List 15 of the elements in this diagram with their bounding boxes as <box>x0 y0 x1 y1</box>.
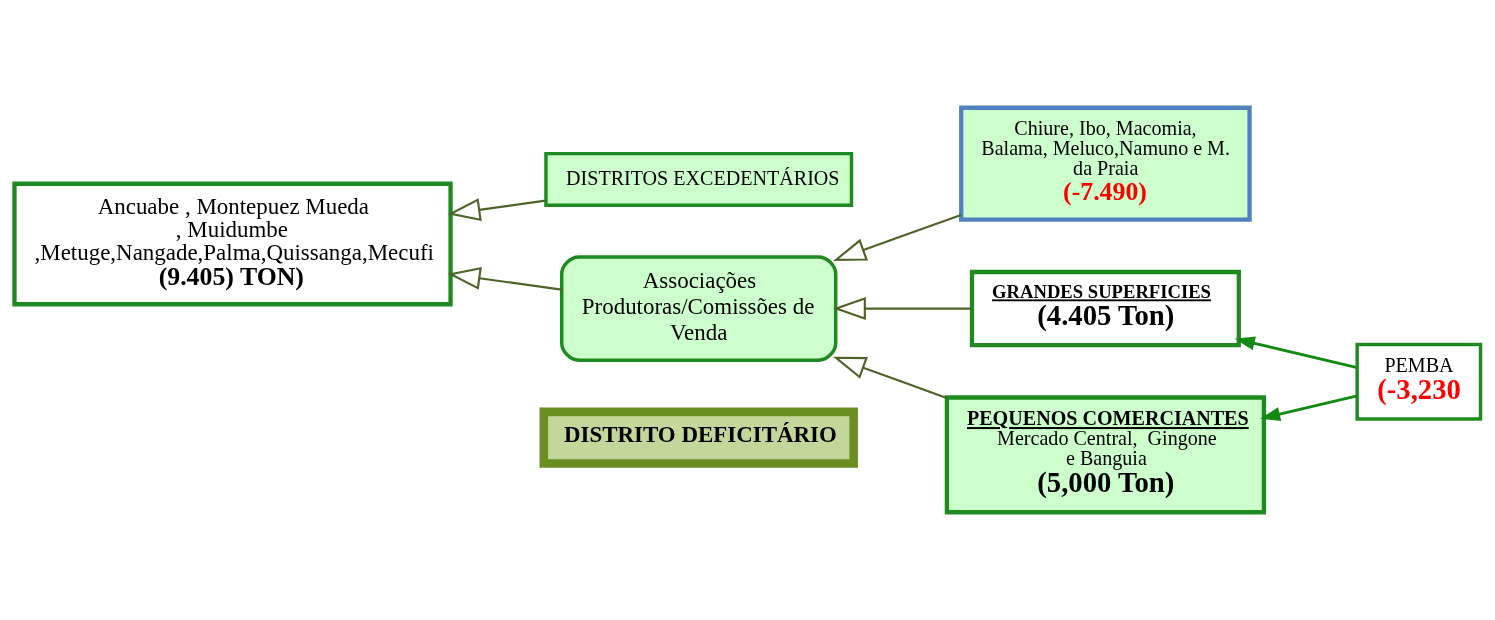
arrow <box>1234 336 1358 369</box>
node-box: PEQUENOS COMERCIANTES Mercado Central, Gingone e Banguia (5,000 Ton) <box>944 395 1267 515</box>
arrow <box>447 198 546 222</box>
node-box: PEMBA (-3,230 <box>1355 342 1483 421</box>
arrow <box>1260 394 1358 422</box>
arrow <box>833 213 962 261</box>
node-box: Ancuabe , Montepuez Mueda , Muidumbe ,Metuge,Nangade,Palma,Quissanga,Mecufi (9.405) TON) <box>12 181 453 307</box>
arrow <box>833 356 948 399</box>
arrow <box>832 297 972 321</box>
node-box: DISTRITOS EXCEDENTÁRIOS <box>544 151 854 207</box>
node-box: Associações Produtoras/Comissões de Venda <box>560 255 838 362</box>
node-box: GRANDES SUPERFICIES (4.405 Ton) <box>969 269 1241 348</box>
node-box: Chiure, Ibo, Macomia, Balama, Meluco,Namuno e M. da Praia (-7.490) <box>959 105 1252 222</box>
node-box: DISTRITO DEFICITÁRIO <box>539 407 858 468</box>
arrow <box>447 266 562 291</box>
